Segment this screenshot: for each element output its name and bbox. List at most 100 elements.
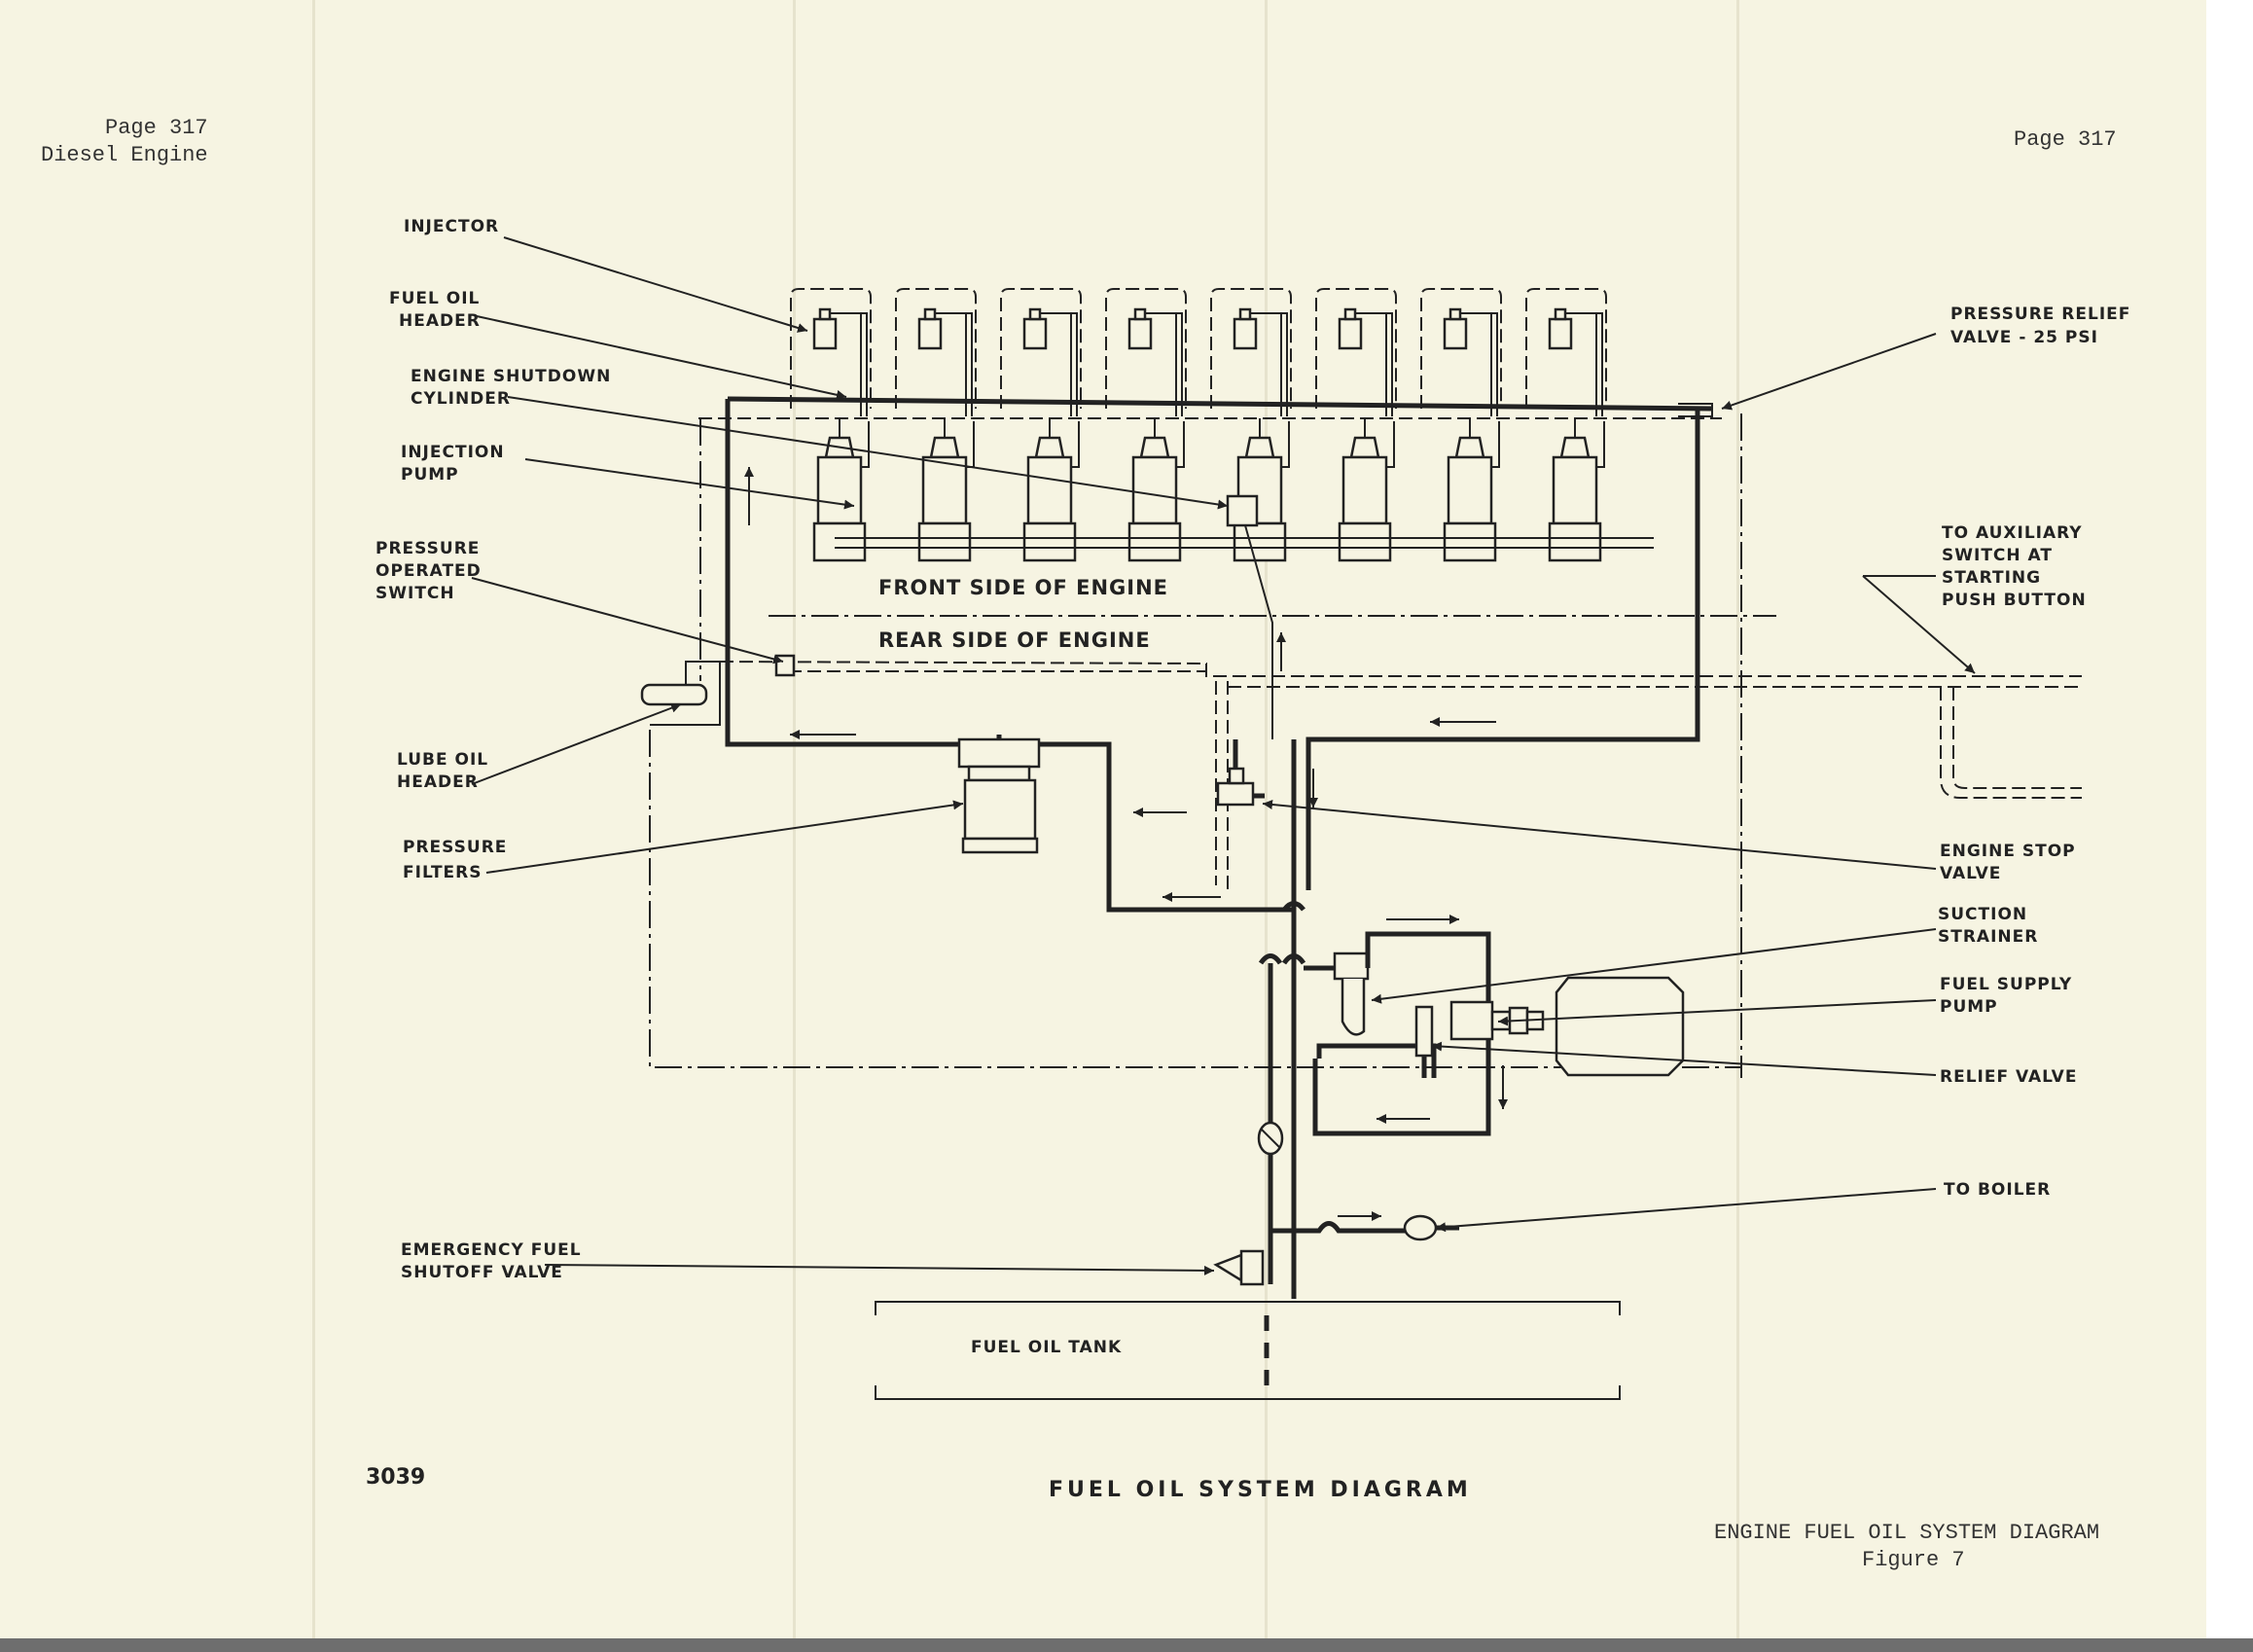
auxiliary-switch-line <box>1228 686 2082 799</box>
injection-pump-top <box>929 436 960 459</box>
svg-text:PUMP: PUMP <box>401 465 459 485</box>
injection-pump-base <box>917 521 972 562</box>
injector-cover <box>1210 288 1292 409</box>
svg-text:PRESSURE: PRESSURE <box>376 539 480 558</box>
label-pressure-operated-switch: PRESSURE OPERATED SWITCH <box>376 539 481 603</box>
leader-lines <box>471 236 1976 1275</box>
return-line-bottom <box>649 730 1741 1068</box>
label-pressure-filters: PRESSURE FILTERS <box>403 838 507 882</box>
scan-edge <box>0 1638 2253 1652</box>
injection-pump-base <box>1338 521 1392 562</box>
label-to-auxiliary-switch: TO AUXILIARY SWITCH AT STARTING PUSH BUT… <box>1942 523 2087 610</box>
injector <box>917 317 943 350</box>
pump-control-rack <box>835 537 1654 549</box>
svg-text:TO AUXILIARY: TO AUXILIARY <box>1942 523 2083 543</box>
injection-line <box>1250 312 1288 416</box>
label-injector: INJECTOR <box>404 217 499 236</box>
engine-stop-valve <box>1216 767 1265 807</box>
pipe-crossover <box>1282 901 1305 912</box>
injector-cap <box>1133 307 1147 321</box>
svg-text:FUEL OIL: FUEL OIL <box>389 289 480 308</box>
injector-cap <box>818 307 832 321</box>
diagram-title: FUEL OIL SYSTEM DIAGRAM <box>1049 1478 1472 1502</box>
injection-pump-base <box>812 521 867 562</box>
label-lube-oil-header: LUBE OIL HEADER <box>397 750 488 792</box>
label-to-boiler: TO BOILER <box>1944 1180 2051 1200</box>
emergency-fuel-shutoff-valve <box>1213 1249 1265 1286</box>
injection-pump <box>1552 455 1598 525</box>
injection-pump-top <box>1139 436 1170 459</box>
figure-number: Figure 7 <box>1862 1548 1965 1572</box>
injector-cover <box>1315 288 1397 409</box>
injection-line <box>935 312 973 416</box>
fuel-oil-tank <box>875 1301 1621 1400</box>
svg-text:SHUTOFF VALVE: SHUTOFF VALVE <box>401 1263 563 1282</box>
injection-pump <box>921 455 968 525</box>
injection-pump-base <box>1548 521 1602 562</box>
svg-text:HEADER: HEADER <box>399 311 481 331</box>
injector-cap <box>1448 307 1462 321</box>
svg-text:SWITCH: SWITCH <box>376 584 455 603</box>
injection-pump-base <box>1443 521 1497 562</box>
injector-cover <box>1000 288 1082 409</box>
boiler-valve <box>1403 1214 1438 1241</box>
injection-pump <box>1341 455 1388 525</box>
label-injection-pump: INJECTION PUMP <box>401 443 505 485</box>
injection-line <box>830 312 868 416</box>
svg-text:VALVE - 25 PSI: VALVE - 25 PSI <box>1950 328 2098 347</box>
relief-valve <box>1414 1005 1434 1078</box>
fold-crease <box>312 0 315 1638</box>
label-relief-valve: RELIEF VALVE <box>1940 1067 2076 1087</box>
pump-return <box>1176 421 1185 468</box>
svg-text:TO BOILER: TO BOILER <box>1944 1180 2051 1200</box>
svg-text:LUBE OIL: LUBE OIL <box>397 750 488 770</box>
injection-pump <box>1026 455 1073 525</box>
injection-pump-top <box>1349 436 1380 459</box>
pump-discharge-line <box>1316 1043 1437 1078</box>
svg-text:SWITCH AT: SWITCH AT <box>1942 546 2053 565</box>
injection-pump <box>1131 455 1178 525</box>
svg-text:FUEL SUPPLY: FUEL SUPPLY <box>1940 975 2072 994</box>
supply-return-line <box>1305 409 1700 890</box>
injector <box>1548 317 1573 350</box>
pump-return <box>1386 421 1395 468</box>
injector-cap <box>1343 307 1357 321</box>
injector <box>1338 317 1363 350</box>
injection-line <box>1145 312 1183 416</box>
fuel-oil-header-pipe <box>727 396 1713 412</box>
injection-pump-base <box>1233 521 1287 562</box>
svg-text:INJECTION: INJECTION <box>401 443 505 462</box>
svg-text:PRESSURE: PRESSURE <box>403 838 507 857</box>
label-suction-strainer: SUCTION STRAINER <box>1938 905 2037 947</box>
injector <box>812 317 838 350</box>
page-number-left: Page 317 <box>105 116 208 140</box>
svg-text:INJECTOR: INJECTOR <box>404 217 499 236</box>
injection-pump <box>816 455 863 525</box>
svg-text:HEADER: HEADER <box>397 772 479 792</box>
svg-text:PUMP: PUMP <box>1940 997 1998 1017</box>
engine-shutdown-cylinder <box>1226 494 1259 527</box>
injector-cap <box>1238 307 1252 321</box>
label-pressure-relief-valve: PRESSURE RELIEF VALVE - 25 PSI <box>1950 305 2129 347</box>
rear-side-label: REAR SIDE OF ENGINE <box>878 628 1151 652</box>
injection-pump-base <box>1127 521 1182 562</box>
flow-arrows <box>744 467 1508 1221</box>
svg-text:ENGINE SHUTDOWN: ENGINE SHUTDOWN <box>411 367 611 386</box>
injection-pump-top <box>1559 436 1591 459</box>
fuel-supply-pump <box>1449 1000 1545 1041</box>
injection-pump <box>1447 455 1493 525</box>
injector-cover <box>1105 288 1187 409</box>
injector-cap <box>923 307 937 321</box>
page-number-right: Page 317 <box>2014 127 2117 152</box>
svg-text:FILTERS: FILTERS <box>403 863 483 882</box>
svg-text:ENGINE STOP: ENGINE STOP <box>1940 842 2076 861</box>
label-fuel-supply-pump: FUEL SUPPLY PUMP <box>1940 975 2072 1017</box>
pump-return <box>1596 421 1605 468</box>
svg-text:EMERGENCY FUEL: EMERGENCY FUEL <box>401 1240 582 1260</box>
injector-cover <box>895 288 977 409</box>
pump-return <box>1491 421 1500 468</box>
drawing-number: 3039 <box>366 1465 425 1490</box>
pressure-filter <box>957 737 1041 854</box>
shutdown-linkage <box>1244 524 1273 739</box>
svg-text:PUSH BUTTON: PUSH BUTTON <box>1942 591 2087 610</box>
